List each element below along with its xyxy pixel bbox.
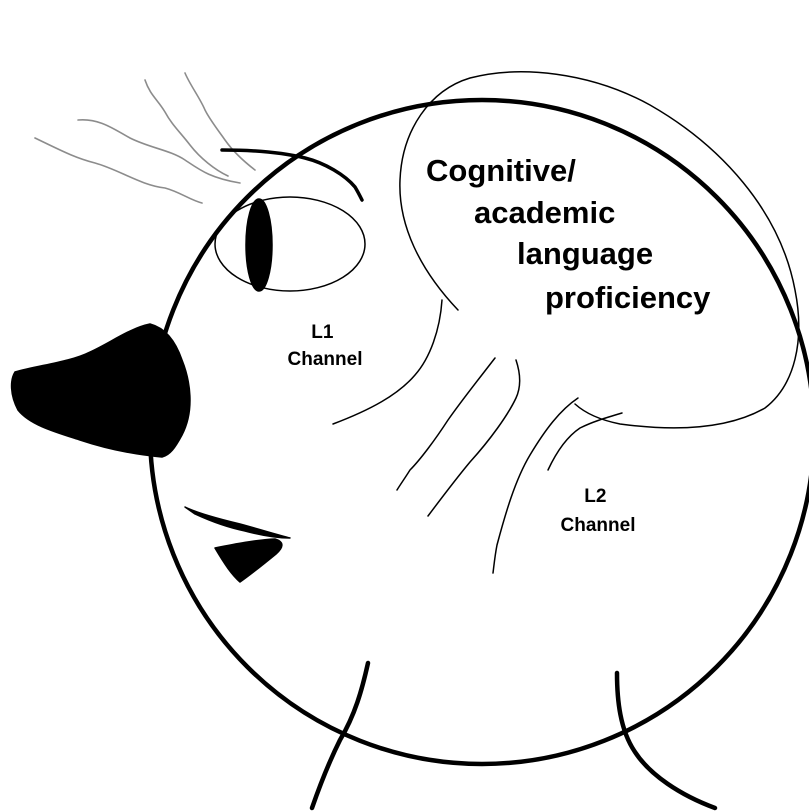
mouth-upper-lip <box>185 507 290 538</box>
neck-left <box>312 663 368 808</box>
l1-channel-label-line: L1 <box>311 322 334 343</box>
cognitive-academic-label-line: academic <box>474 195 615 230</box>
l1-channel-label-line: Channel <box>288 349 363 370</box>
hair-strand <box>78 120 240 183</box>
cognitive-academic-label-line: Cognitive/ <box>426 153 576 188</box>
l2-channel-label-line: L2 <box>584 486 606 507</box>
l2-channel-label: L2 Channel <box>561 486 636 536</box>
channel-line <box>428 360 520 516</box>
cognitive-academic-label: Cognitive/ academic language proficiency <box>426 153 711 315</box>
hair-strand <box>35 138 202 203</box>
l1-channel-label: L1 Channel <box>288 322 363 370</box>
eye-outline <box>215 197 365 291</box>
hair-strand <box>185 73 255 170</box>
cognitive-academic-label-line: language <box>517 236 653 271</box>
cognitive-academic-label-line: proficiency <box>545 280 711 315</box>
hair-strands <box>35 73 255 203</box>
mouth-lower-lip <box>215 539 282 582</box>
neck-right <box>617 673 715 808</box>
eye-pupil <box>246 199 272 291</box>
l2-channel-label-line: Channel <box>561 515 636 536</box>
nose <box>12 324 190 457</box>
channel-line <box>493 398 578 573</box>
